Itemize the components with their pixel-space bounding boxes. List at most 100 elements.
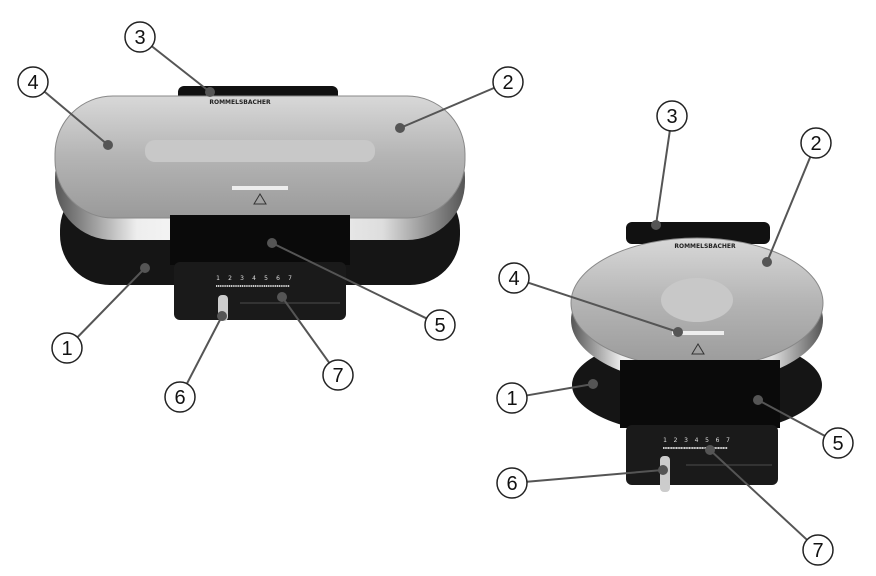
scale-tick (717, 447, 720, 449)
scale-tick (243, 285, 245, 287)
hot-surface-icon (253, 193, 267, 205)
leader-dot (140, 263, 150, 273)
leader-dot (205, 87, 215, 97)
callout-left-2: 2 (395, 66, 524, 133)
scale-tick (695, 447, 697, 449)
leader-dot (217, 311, 227, 321)
scale-number: 3 (240, 275, 244, 282)
leader-line (757, 399, 826, 437)
scale-tick (225, 285, 227, 287)
scale-tick (722, 447, 724, 449)
leader-line (43, 90, 109, 146)
control-box (626, 425, 778, 485)
scale-tick (721, 447, 723, 449)
scale-tick (217, 285, 220, 287)
control-box (174, 262, 346, 320)
scale-tick (669, 447, 671, 449)
callout-number: 2 (502, 72, 513, 94)
scale-tick (716, 447, 718, 449)
scale-tick (254, 285, 256, 287)
scale-tick (698, 447, 700, 449)
scale-tick (701, 447, 703, 449)
scale-tick (679, 447, 681, 449)
lid-inset (145, 140, 375, 162)
scale-tick (278, 285, 280, 287)
callout-circle (164, 381, 196, 413)
scale-tick (672, 447, 674, 449)
scale-tick (664, 447, 666, 449)
leader-dot (395, 123, 405, 133)
scale-tick (228, 285, 231, 287)
leader-dot (753, 395, 763, 405)
scale-tick (674, 447, 676, 449)
scale-number: 1 (663, 437, 667, 444)
scale-tick (234, 285, 236, 287)
scale-tick (284, 285, 286, 287)
callout-circle (17, 66, 49, 98)
scale-number: 3 (684, 437, 688, 444)
scale-number: 2 (228, 275, 232, 282)
scale-tick (271, 285, 273, 287)
scale-tick (719, 447, 721, 449)
leader-dot (103, 140, 113, 150)
scale-tick (267, 285, 269, 287)
leader-dot (651, 220, 661, 230)
scale-tick (276, 285, 279, 287)
scale-number: 4 (695, 437, 699, 444)
scale-tick (724, 447, 726, 449)
scale-tick (269, 285, 271, 287)
leader-line (281, 296, 331, 364)
callout-right-4: 4 (498, 262, 683, 337)
scale-tick (240, 285, 242, 287)
leader-line (186, 315, 223, 385)
scale-tick (667, 447, 670, 449)
scale-tick (726, 447, 728, 449)
scale-tick (264, 285, 266, 287)
callout-circle (424, 309, 456, 341)
callout-number: 6 (174, 387, 185, 409)
scale-tick (273, 285, 275, 287)
scale-tick (684, 447, 686, 449)
callout-number: 6 (506, 473, 517, 495)
scale-tick (232, 285, 234, 287)
leader-line (766, 156, 812, 263)
scale-tick (687, 447, 689, 449)
callout-left-5: 5 (267, 238, 456, 341)
leader-line (526, 469, 664, 483)
leader-dot (277, 292, 287, 302)
scale-tick (685, 447, 687, 449)
callout-circle (492, 66, 524, 98)
scale-tick (247, 285, 249, 287)
scale-tick (221, 285, 223, 287)
scale-tick (671, 447, 673, 449)
callout-number: 1 (61, 338, 72, 360)
callout-right-5: 5 (753, 395, 854, 459)
callout-left-1: 1 (51, 263, 150, 364)
callout-left-4: 4 (17, 66, 113, 150)
leader-line (76, 267, 146, 338)
leader-line (709, 449, 808, 541)
control-panel (170, 215, 350, 265)
scale-tick (680, 447, 682, 449)
scale-tick (703, 447, 705, 449)
callout-left-6: 6 (164, 311, 227, 413)
scale-tick (693, 447, 695, 449)
callout-right-3: 3 (651, 100, 688, 230)
scale-tick (258, 285, 260, 287)
scale-number: 4 (252, 275, 256, 282)
handle (626, 222, 770, 244)
scale-tick (282, 285, 284, 287)
scale-tick (245, 285, 247, 287)
scale-number: 2 (674, 437, 678, 444)
leader-line (151, 45, 211, 93)
leader-dot (762, 257, 772, 267)
callout-right-6: 6 (496, 465, 668, 499)
callout-circle (498, 262, 530, 294)
leader-line (655, 130, 671, 226)
scale-tick (275, 285, 277, 287)
callout-circle (800, 127, 832, 159)
scale-tick (265, 285, 268, 287)
lid-stripe (232, 186, 288, 190)
scale-tick (260, 285, 262, 287)
